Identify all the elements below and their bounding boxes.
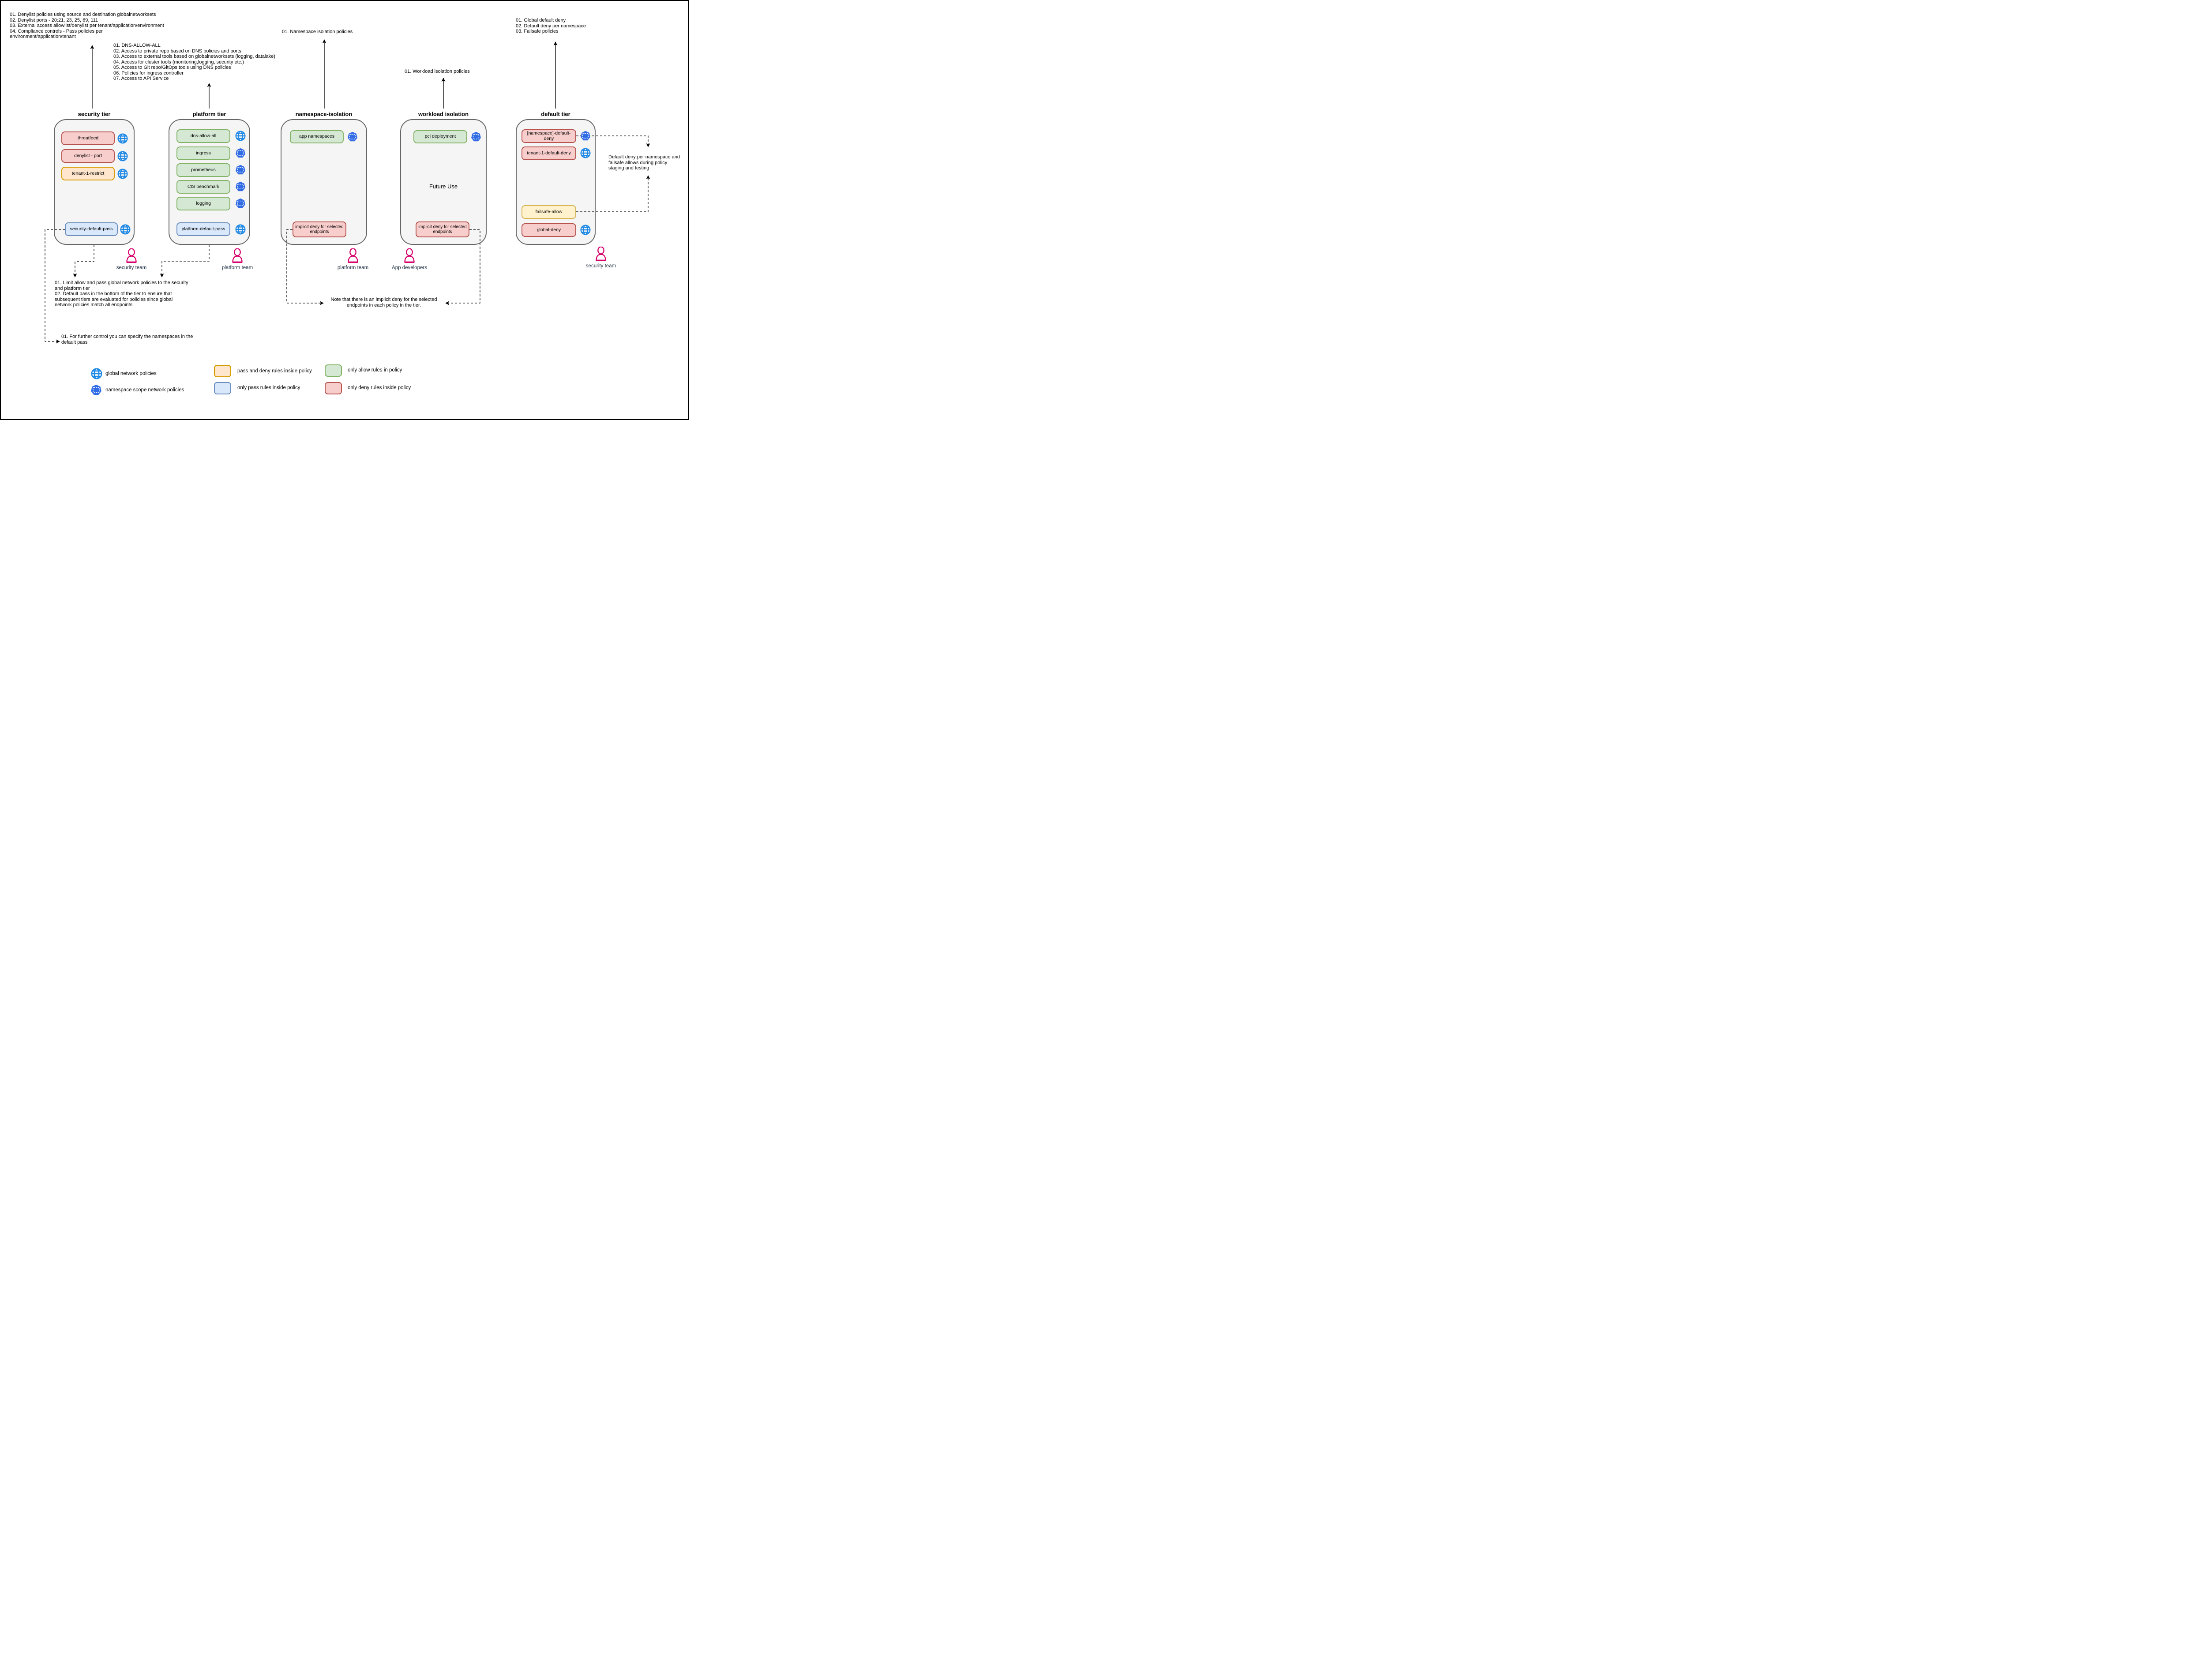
globe-icon — [117, 169, 128, 179]
policy-prometheus: prometheus — [176, 163, 230, 177]
diagram-canvas: 01. Denylist policies using source and d… — [0, 0, 689, 420]
policy-pci-deployment: pci deployment — [413, 130, 467, 143]
legend-swatch-pass-only — [214, 382, 231, 394]
team-label-platform-2: platform team — [337, 265, 369, 270]
legend-swatch-allow-only — [325, 364, 342, 377]
tier-title-platform: platform tier — [192, 111, 226, 117]
legend-namespace-scope: namespace scope network policies — [105, 387, 184, 393]
globe-icon — [580, 225, 591, 235]
policy-tenant-1-default-deny: tenant-1-default-deny — [521, 146, 576, 160]
policy-namespace-default-deny: [namespace]-default-deny — [521, 129, 576, 143]
security-tier-note: 01. Denylist policies using source and d… — [10, 12, 164, 39]
policy-security-default-pass: security-default-pass — [65, 222, 118, 236]
team-label-security-2: security team — [585, 263, 616, 269]
default-pass-note: 01. For further control you can specify … — [61, 334, 193, 345]
policy-failsafe-allow: failsafe-allow — [521, 205, 576, 219]
namespace-icon — [347, 131, 358, 142]
policy-implicit-deny-workload: implicit deny for selected endpoints — [416, 221, 469, 237]
globe-icon — [91, 368, 102, 379]
policy-logging: logging — [176, 197, 230, 210]
namespace-icon — [235, 181, 246, 192]
person-icon — [403, 248, 416, 263]
team-label-security-1: security team — [116, 265, 147, 270]
future-use-label: Future Use — [429, 183, 458, 190]
staging-note: Default deny per namespace and failsafe … — [608, 154, 680, 171]
globe-icon — [580, 148, 591, 158]
team-label-app-developers: App developers — [392, 265, 427, 270]
person-icon — [231, 248, 244, 263]
tier-title-default: default tier — [541, 111, 570, 117]
legend-pass-and-deny: pass and deny rules inside policy — [237, 368, 312, 374]
platform-tier-note: 01. DNS-ALLOW-ALL 02. Access to private … — [113, 43, 275, 81]
policy-tenant-1-restrict: tenant-1-restrict — [61, 167, 115, 180]
person-icon — [125, 248, 138, 263]
person-icon — [594, 247, 608, 262]
globe-icon — [235, 224, 246, 235]
namespace-icon — [235, 198, 246, 209]
default-tier-note: 01. Global default deny 02. Default deny… — [516, 18, 586, 34]
legend-pass-only: only pass rules inside policy — [237, 385, 300, 390]
policy-denylist-port: denylist - port — [61, 149, 115, 163]
person-icon — [346, 248, 360, 263]
policy-dns-allow-all: dns-allow-all — [176, 129, 230, 143]
policy-ingress: ingress — [176, 146, 230, 160]
policy-platform-default-pass: platform-default-pass — [176, 222, 230, 236]
globe-icon — [117, 133, 128, 144]
legend-global-scope: global network policies — [105, 371, 157, 376]
namespace-isolation-note: 01. Namespace isolation policies — [282, 29, 353, 34]
tier-title-workload-isolation: workload isolation — [418, 111, 469, 117]
tiers-pass-note: 01. Limit allow and pass global network … — [55, 280, 188, 308]
policy-global-deny: global-deny — [521, 223, 576, 237]
legend-swatch-pass-and-deny — [214, 365, 231, 377]
globe-icon — [120, 224, 131, 235]
team-label-platform-1: platform team — [221, 265, 253, 270]
policy-implicit-deny-namespace: implicit deny for selected endpoints — [293, 221, 346, 237]
workload-isolation-note: 01. Workload isolation policies — [405, 69, 470, 74]
tier-title-namespace-isolation: namespace-isolation — [295, 111, 353, 117]
namespace-icon — [90, 384, 102, 396]
legend-deny-only: only deny rules inside policy — [348, 385, 411, 390]
policy-threatfeed: threatfeed — [61, 131, 115, 145]
implicit-deny-note: Note that there is an implicit deny for … — [330, 297, 437, 308]
legend-swatch-deny-only — [325, 382, 342, 394]
policy-app-namespaces: app namespaces — [290, 130, 344, 143]
globe-icon — [235, 131, 246, 141]
namespace-icon — [471, 131, 481, 142]
policy-cis-benchmark: CIS benchmark — [176, 180, 230, 194]
legend-allow-only: only allow rules in policy — [348, 368, 402, 373]
globe-icon — [117, 151, 128, 161]
tier-title-security: security tier — [78, 111, 111, 117]
namespace-icon — [580, 131, 591, 141]
namespace-icon — [235, 148, 246, 158]
namespace-icon — [235, 165, 246, 175]
